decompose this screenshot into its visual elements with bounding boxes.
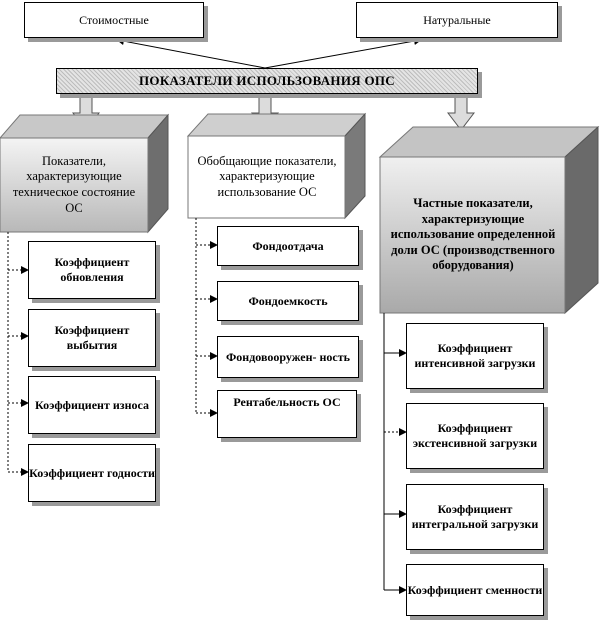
group-2-item-label: Фондовооружен- ность [225,349,350,364]
natural-indicators-label: Натуральные [423,12,491,27]
connectors-group-1 [7,232,29,476]
group-1-item-label: Коэффициент обновления [54,255,130,284]
cube-3-shape [378,125,600,315]
group-2-header-text: Обобщающие показатели, характеризующие и… [197,153,337,199]
group-2-item-label: Фондоемкость [248,293,328,308]
group-2-header: Обобщающие показатели, характеризующие и… [192,138,342,216]
cube-2-shape [186,112,367,220]
group-3-item-label: Коэффициент интегральной загрузки [411,502,539,531]
group-1-item: Коэффициент износа [28,376,156,434]
group-1-header: Показатели, характеризующие техническое … [4,142,144,228]
connectors-group-3 [383,313,407,594]
group-3-item: Коэффициент интегральной загрузки [406,484,544,550]
group-1-item-label: Коэффициент износа [35,397,149,412]
connectors-group-2 [195,218,218,417]
group-1-header-text: Показатели, характеризующие техническое … [12,153,136,215]
group-2-item: Фондоотдача [217,226,359,266]
cost-indicators-label: Стоимостные [79,12,149,27]
group-3-item-label: Коэффициент сменности [407,582,543,597]
group-2-item: Фондоемкость [217,281,359,321]
group-1-item: Коэффициент выбытия [28,309,156,367]
group-2-item-label: Фондоотдача [252,238,324,253]
arrow-to-cost [116,37,266,69]
group-3-item: Коэффициент сменности [406,564,544,616]
group-2-item: Рентабельность ОС [217,390,357,438]
group-3-header: Частные показатели, характеризующие испо… [384,160,562,310]
group-3-item-label: Коэффициент экстенсивной загрузки [412,421,538,450]
block-arrow-3 [446,94,476,131]
main-title: ПОКАЗАТЕЛИ ИСПОЛЬЗОВАНИЯ ОПС [56,68,478,94]
group-1-item: Коэффициент годности [28,444,156,502]
group-2-item-label: Рентабельность ОС [233,395,341,409]
arrow-to-natural [264,37,422,69]
group-1-item: Коэффициент обновления [28,241,156,299]
group-1-item-label: Коэффициент годности [29,465,155,480]
main-title-text: ПОКАЗАТЕЛИ ИСПОЛЬЗОВАНИЯ ОПС [139,73,395,88]
natural-indicators-box: Натуральные [356,2,558,38]
group-3-item-label: Коэффициент интенсивной загрузки [414,341,536,370]
group-2-item: Фондовооружен- ность [217,336,359,378]
group-1-item-label: Коэффициент выбытия [54,323,130,352]
group-3-header-text: Частные показатели, характеризующие испо… [390,195,556,273]
cost-indicators-box: Стоимостные [24,2,204,38]
group-3-item: Коэффициент интенсивной загрузки [406,323,544,389]
group-3-item: Коэффициент экстенсивной загрузки [406,403,544,469]
cube-1-shape [0,113,170,234]
